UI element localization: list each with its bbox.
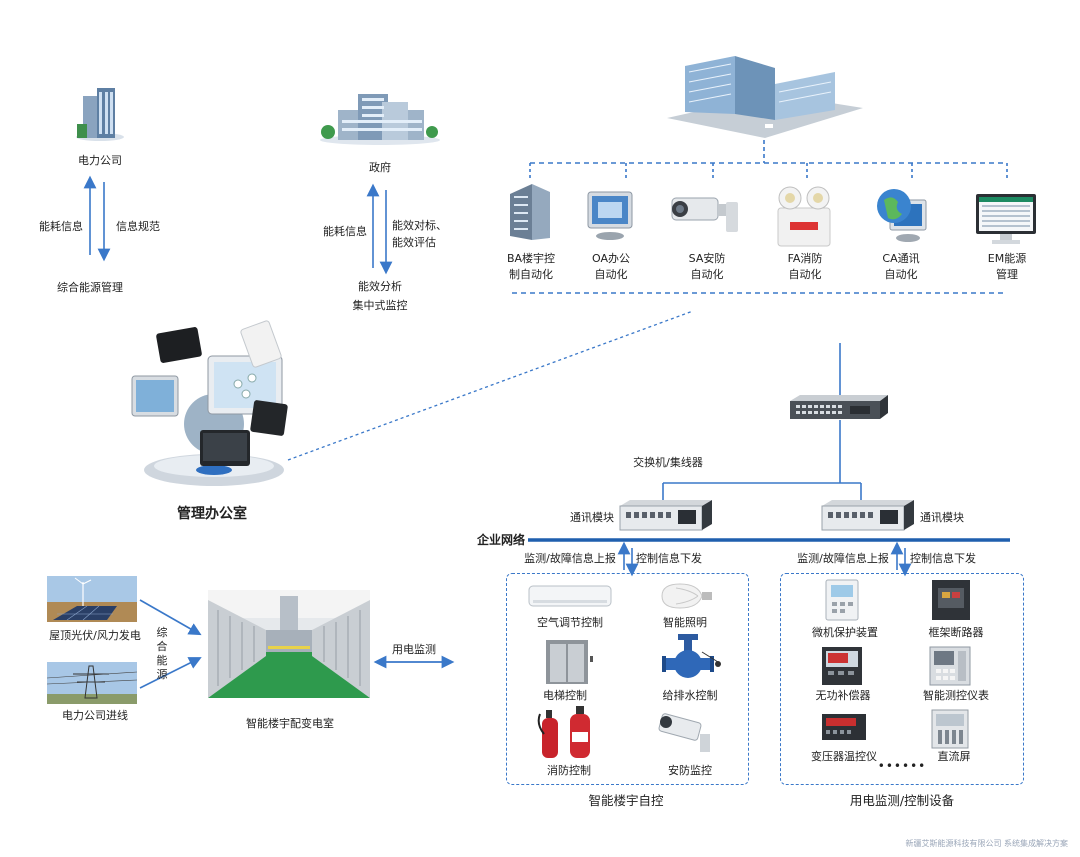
- monitor-icon: [587, 191, 633, 240]
- subsystem-fa-line2: 自动化: [788, 268, 822, 281]
- building-item-ac-label: 空气调节控制: [537, 616, 603, 629]
- subsystem-em-line1: EM能源: [987, 252, 1027, 265]
- building-item-water-label: 给排水控制: [662, 689, 718, 702]
- subsystem-oa-line2: 自动化: [594, 268, 628, 281]
- compensator-icon: [822, 647, 862, 685]
- building-item-elevator-label: 电梯控制: [543, 689, 587, 702]
- efficiency-analysis-label: 能效分析: [358, 280, 402, 293]
- office-link-line: [287, 310, 694, 461]
- government-building-icon: [320, 94, 440, 145]
- solar-wind-label: 屋顶光伏/风力发电: [49, 629, 141, 642]
- comm-module-left-label: 通讯模块: [570, 511, 614, 524]
- grid-line-label: 电力公司进线: [62, 709, 128, 722]
- breaker-icon: [932, 580, 970, 620]
- power-item-temp-label: 变压器温控仪: [811, 750, 877, 763]
- building-item-security-label: 安防监控: [668, 764, 712, 777]
- power-company-label: 电力公司: [78, 154, 122, 167]
- substation-label: 智能楼宇配变电室: [246, 717, 334, 730]
- power-company-building-icon: [76, 88, 124, 141]
- building-item-fire-label: 消防控制: [547, 764, 591, 777]
- gov-energy-info-label: 能耗信息: [323, 225, 367, 238]
- government-label: 政府: [369, 161, 391, 174]
- benchmark-label: 能效对标、: [392, 219, 447, 232]
- integrated-energy-mgmt-label: 综合能源管理: [57, 281, 123, 294]
- temp-controller-icon: [822, 714, 866, 740]
- energy-info-label: 能耗信息: [39, 220, 83, 233]
- camera-icon: [658, 713, 710, 752]
- extinguisher-icon: [537, 706, 590, 758]
- substation-room-image: [208, 590, 370, 698]
- integrated-energy-label: 综合能源: [156, 626, 168, 681]
- subsystem-sa-line2: 自动化: [690, 268, 724, 281]
- meter-icon: [929, 646, 971, 686]
- power-more-ellipsis: ••••••: [877, 759, 927, 773]
- power-monitor-label: 用电监测: [392, 643, 436, 656]
- building-panel-title: 智能楼宇自控: [588, 793, 664, 808]
- power-item-meter-label: 智能测控仪表: [923, 689, 989, 702]
- subsystem-ca-line1: CA通讯: [882, 252, 920, 265]
- subsystem-oa-line1: OA办公: [592, 252, 630, 265]
- power-monitor-panel: [780, 573, 1024, 785]
- info-spec-label: 信息规范: [116, 220, 160, 233]
- power-item-dc-label: 直流屏: [937, 750, 971, 763]
- building-tower-icon: [510, 184, 550, 240]
- management-office-icon: [131, 320, 288, 486]
- power-item-breaker-label: 框架断路器: [928, 626, 984, 639]
- subsystem-fa-line1: FA消防: [787, 252, 823, 265]
- emergency-light-icon: [777, 186, 831, 247]
- building-automation-panel: [506, 573, 749, 785]
- evaluation-label: 能效评估: [392, 236, 436, 249]
- power-item-compensator-label: 无功补偿器: [815, 689, 871, 702]
- energy-screen-icon: [976, 194, 1036, 244]
- smart-building-icon: [667, 56, 863, 138]
- comm-module-right-icon: [821, 500, 914, 531]
- subsystem-ba-line1: BA楼宇控: [506, 252, 556, 265]
- central-monitor-label: 集中式监控: [352, 299, 408, 312]
- power-panel-title: 用电监测/控制设备: [849, 793, 955, 808]
- power-item-protection-label: 微机保护装置: [812, 626, 878, 639]
- left-report-label: 监测/故障信息上报: [524, 552, 616, 565]
- subsystem-em-line2: 管理: [996, 268, 1018, 281]
- air-conditioner-icon: [528, 585, 612, 607]
- building-item-lighting-label: 智能照明: [663, 616, 707, 629]
- cctv-camera-icon: [671, 197, 738, 232]
- dc-panel-icon: [931, 709, 969, 749]
- comm-module-right-label: 通讯模块: [920, 511, 964, 524]
- subsystem-ca-line2: 自动化: [884, 268, 918, 281]
- bulb-icon: [661, 583, 712, 609]
- right-control-label: 控制信息下发: [910, 552, 976, 565]
- elevator-icon: [546, 640, 593, 684]
- comm-module-left-icon: [619, 500, 712, 531]
- grid-tower-image: [47, 662, 137, 704]
- valve-icon: [662, 634, 721, 678]
- protection-device-icon: [825, 579, 859, 621]
- solar-wind-image: [47, 576, 137, 622]
- footer-watermark: 新疆艾斯能源科技有限公司 系统集成解决方案: [905, 839, 1068, 848]
- management-office-label: 管理办公室: [177, 506, 247, 522]
- left-control-label: 控制信息下发: [636, 552, 702, 565]
- right-report-label: 监测/故障信息上报: [797, 552, 889, 565]
- subsystem-ba-line2: 制自动化: [509, 268, 553, 281]
- network-switch-icon: [790, 395, 888, 419]
- globe-monitor-icon: [877, 189, 927, 242]
- enterprise-network-label: 企业网络: [476, 533, 525, 547]
- switch-label: 交换机/集线器: [633, 456, 703, 469]
- subsystem-sa-line1: SA安防: [688, 252, 726, 265]
